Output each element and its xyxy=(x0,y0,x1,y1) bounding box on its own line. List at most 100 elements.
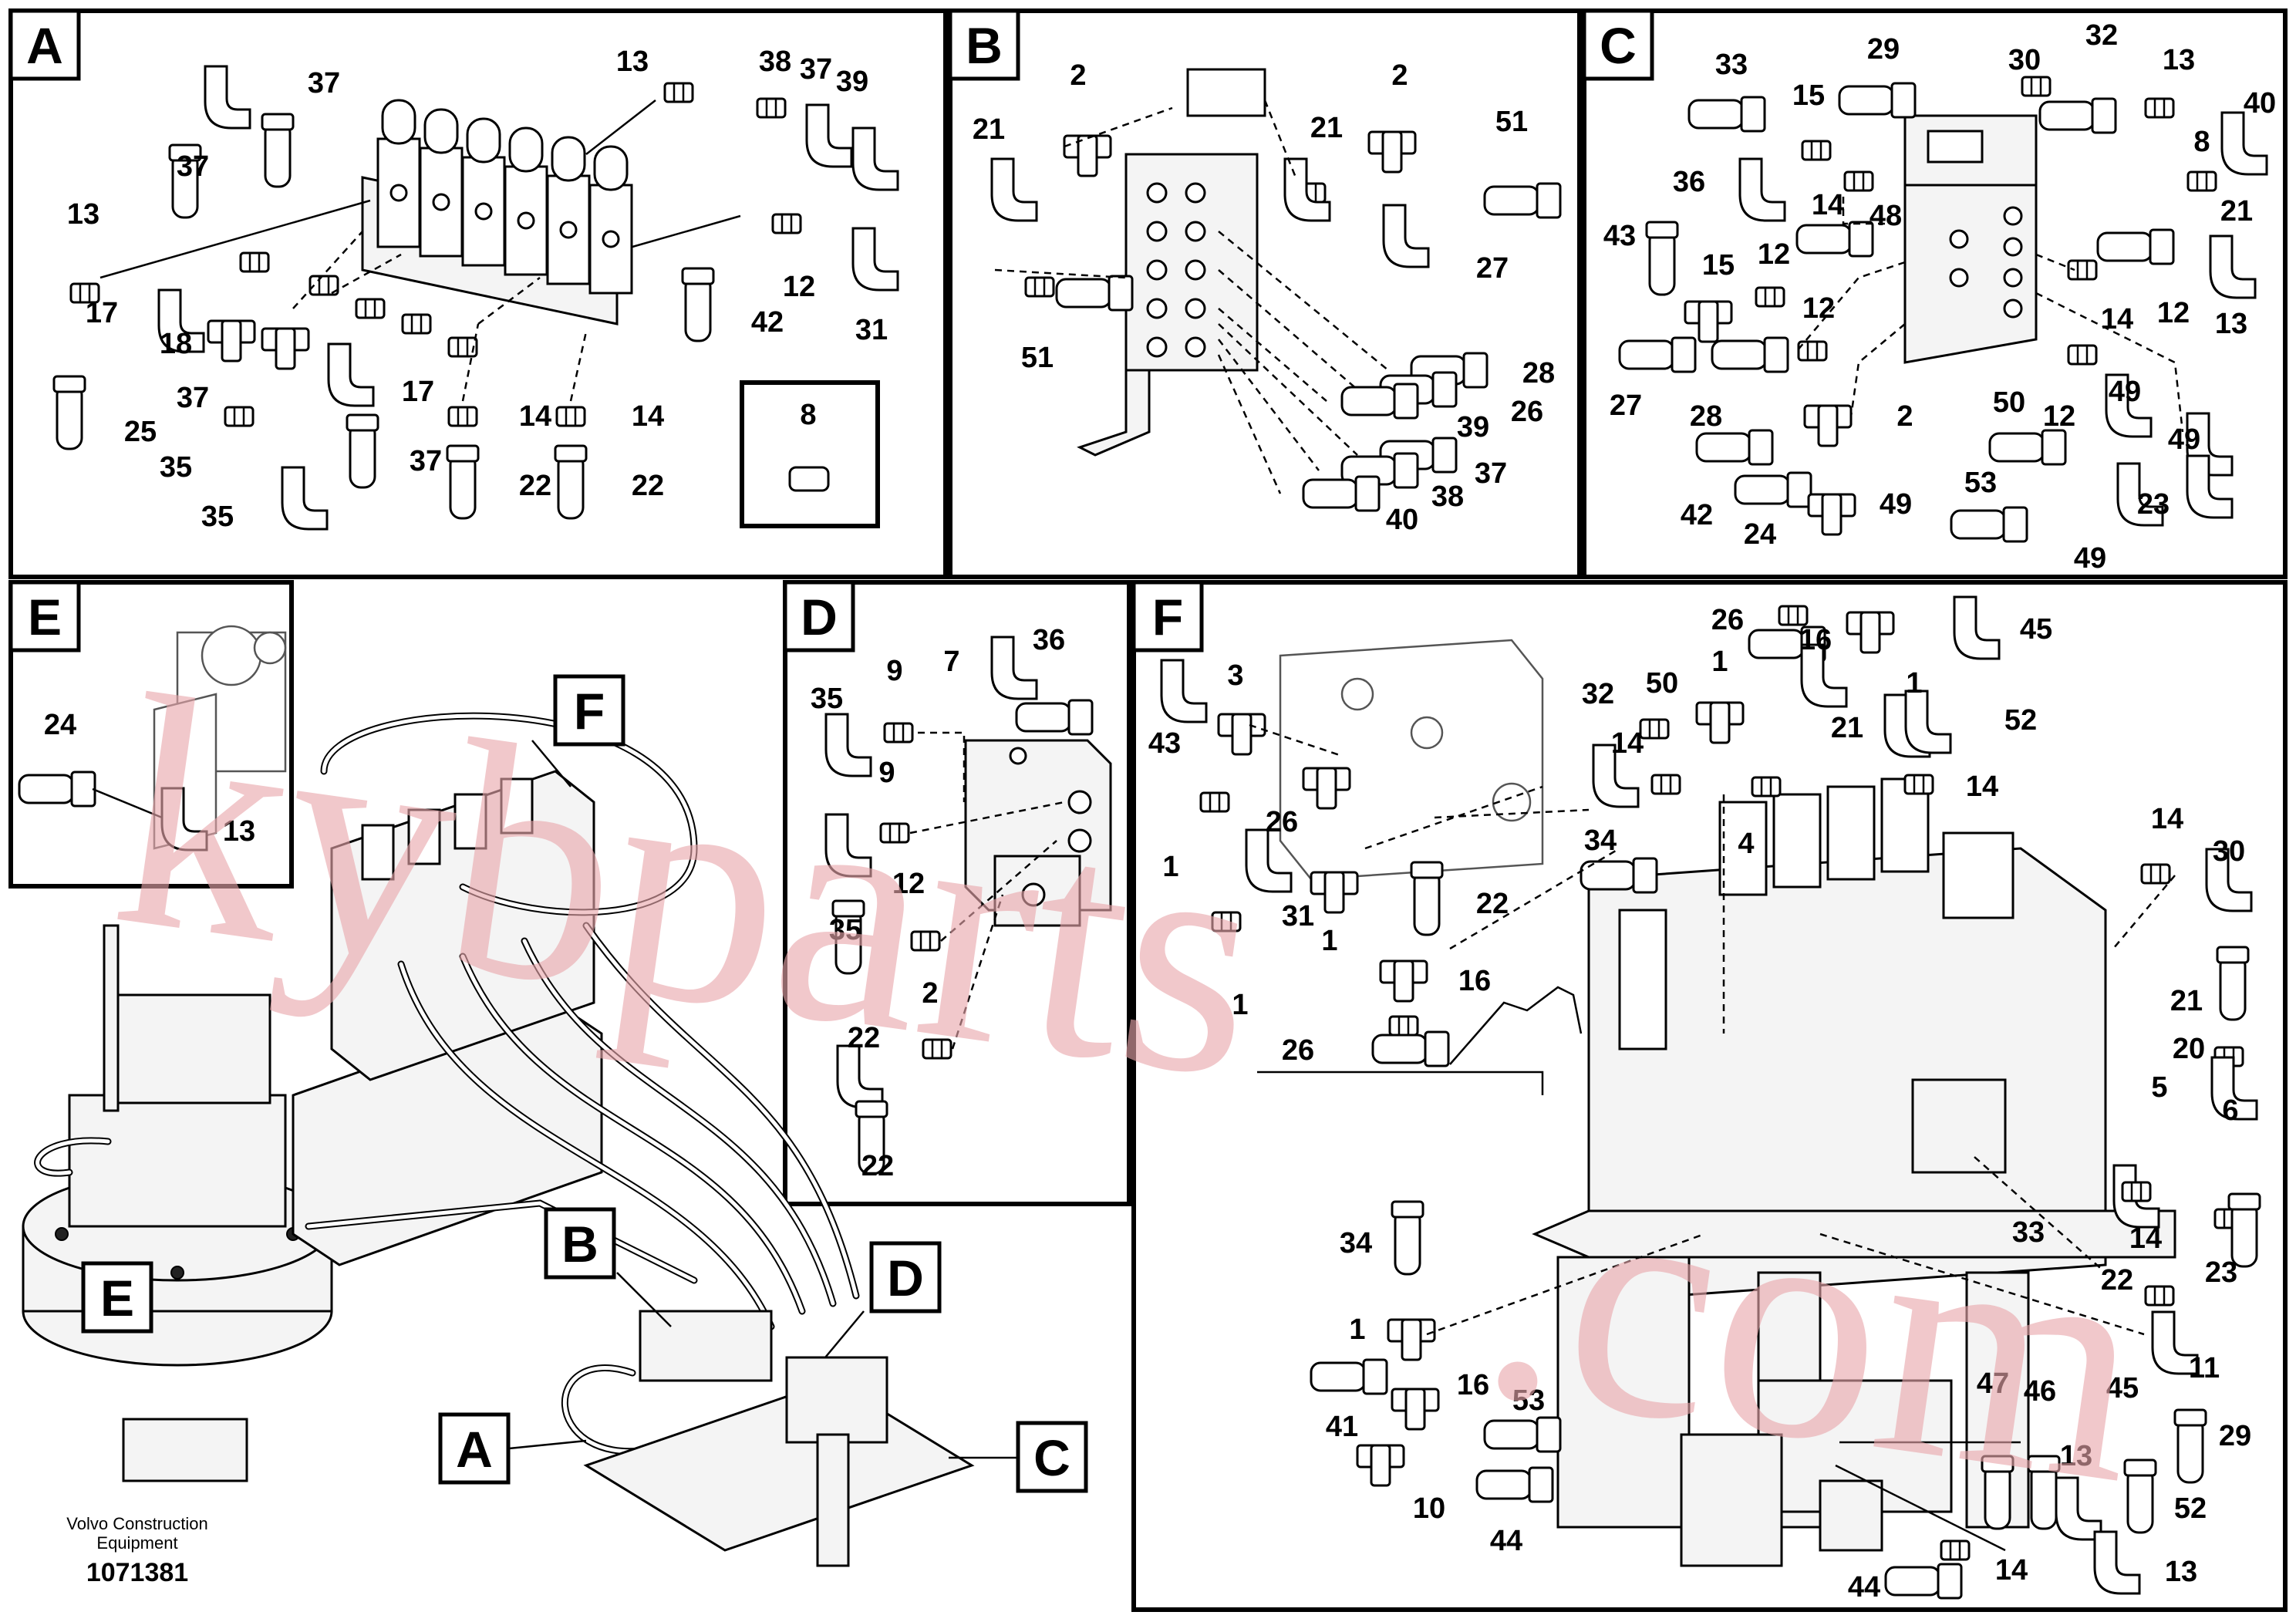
panel-b-label-11: 37 xyxy=(1475,457,1507,490)
footer-company-line2: Equipment xyxy=(96,1533,177,1553)
swing-drive xyxy=(22,924,333,1482)
panel-f-label-16: 4 xyxy=(1738,828,1754,860)
panel-b-label-12: 38 xyxy=(1431,481,1464,513)
panel-f-label-32: 23 xyxy=(2205,1256,2237,1289)
watermark: kybparts .com xyxy=(98,626,2163,1553)
panel-f-frame xyxy=(1131,580,2288,1612)
panel-d-label-8: 2 xyxy=(922,977,938,1010)
panel-f-label-10: 32 xyxy=(1582,678,1614,710)
panel-f-label-12: 14 xyxy=(1611,727,1644,760)
panel-f-label-17: 1 xyxy=(1162,851,1178,883)
panel-c-label-24: 12 xyxy=(2043,400,2075,433)
panel-b-letter-box xyxy=(948,8,1020,81)
panel-a-label-18: 22 xyxy=(519,470,551,502)
panel-f-label-28: 5 xyxy=(2151,1071,2167,1104)
panel-a-label-5: 37 xyxy=(800,53,832,86)
callout-e-box xyxy=(81,1261,153,1334)
support-frame xyxy=(1532,1209,2176,1567)
panel-a-label-17: 14 xyxy=(632,400,664,433)
panel-f-label-36: 11 xyxy=(2189,1352,2220,1384)
panel-a-label-22: 42 xyxy=(751,306,784,339)
panel-c-label-5: 30 xyxy=(2008,44,2041,76)
solenoid-valve-bank xyxy=(361,99,633,325)
panel-f-label-47: 52 xyxy=(2174,1492,2207,1525)
panel-f-label-22: 30 xyxy=(2213,835,2245,868)
panel-c-label-3: 32 xyxy=(2085,19,2118,52)
panel-c-label-26: 49 xyxy=(2168,423,2200,456)
panel-c-letter-box xyxy=(1582,8,1654,81)
panel-f-label-44: 10 xyxy=(1413,1492,1445,1525)
callout-d: D xyxy=(887,1249,924,1307)
valve-manifold-c xyxy=(1903,114,2038,364)
valve-mounting-bracket xyxy=(1077,68,1266,457)
panel-f-letter: F xyxy=(1152,588,1183,646)
panel-f-label-15: 34 xyxy=(1584,824,1617,857)
panel-c-label-1: 33 xyxy=(1715,49,1748,81)
valve-block-d xyxy=(964,739,1112,927)
panel-b-label-3: 21 xyxy=(973,113,1005,146)
panel-c-label-8: 8 xyxy=(2193,126,2210,158)
panel-f-letter-box xyxy=(1131,580,1204,653)
panel-b-label-8: 28 xyxy=(1522,357,1555,389)
panel-a-label-8: 17 xyxy=(86,297,118,329)
panel-f-label-29: 6 xyxy=(2222,1094,2238,1127)
panel-f-label-49: 14 xyxy=(1995,1554,2028,1587)
panel-a-label-4: 38 xyxy=(759,46,791,78)
panel-a-label-21: 31 xyxy=(855,314,888,346)
panel-a-label-2: 37 xyxy=(308,67,340,99)
panel-f-label-18: 31 xyxy=(1282,900,1314,932)
panel-f-label-8: 1 xyxy=(1906,667,1922,700)
panel-d-label-9: 22 xyxy=(848,1022,880,1054)
panel-f-label-38: 53 xyxy=(1512,1384,1545,1417)
panel-b-label-6: 27 xyxy=(1476,252,1509,285)
panel-f-label-27: 20 xyxy=(2173,1033,2205,1065)
panel-e-label-2: 13 xyxy=(223,815,255,848)
valve-detail-ghost xyxy=(1257,639,1583,1095)
panel-f-label-2: 45 xyxy=(2020,613,2052,646)
panel-e: E 24 13 xyxy=(8,580,287,851)
panel-c-label-18: 12 xyxy=(2157,297,2190,329)
panel-a-letter: A xyxy=(26,17,63,74)
panel-a-label-23: 8 xyxy=(800,399,816,431)
panel-c-frame xyxy=(1582,8,2288,579)
panel-c-label-29: 49 xyxy=(1880,488,1912,521)
panel-f-label-50: 13 xyxy=(2165,1556,2197,1588)
panel-c-label-27: 42 xyxy=(1681,499,1713,531)
panel-c-label-2: 29 xyxy=(1867,33,1900,66)
callout-d-box xyxy=(869,1241,942,1313)
panel-b-label-5: 51 xyxy=(1495,106,1528,138)
callout-c-box xyxy=(1016,1421,1088,1493)
panel-b-frame xyxy=(948,8,1582,579)
panel-f-label-39: 41 xyxy=(1326,1411,1358,1443)
panel-f-label-5: 43 xyxy=(1148,727,1181,760)
callout-a-box xyxy=(438,1412,511,1485)
panel-d-label-4: 9 xyxy=(886,655,902,687)
panel-f-label-6: 3 xyxy=(1227,659,1243,692)
panel-f-label-21: 14 xyxy=(2151,803,2183,835)
panel-f-label-20: 22 xyxy=(1476,888,1509,920)
callout-f: F xyxy=(574,683,605,740)
panel-c-label-6: 40 xyxy=(2244,87,2276,120)
panel-d-letter-box xyxy=(783,580,855,653)
panel-a-label-13: 35 xyxy=(201,501,234,533)
panel-f-label-42: 45 xyxy=(2106,1372,2139,1404)
panel-d-label-10: 22 xyxy=(861,1150,894,1182)
callout-c: C xyxy=(1033,1429,1070,1486)
panel-f-label-43: 29 xyxy=(2219,1420,2251,1452)
panel-c-label-23: 50 xyxy=(1993,386,2025,419)
footer-doc-number: 1071381 xyxy=(86,1558,188,1587)
panel-a-label-19: 22 xyxy=(632,470,664,502)
panel-f-label-30: 33 xyxy=(2012,1216,2045,1249)
panel-f-label-37: 16 xyxy=(1457,1369,1489,1401)
panel-b-label-1: 2 xyxy=(1070,59,1086,92)
panel-e-letter: E xyxy=(28,588,62,646)
machine-overview xyxy=(22,712,975,1567)
main-control-valve xyxy=(1587,777,2107,1297)
panel-a: A xyxy=(8,8,899,533)
panel-a-letter-box xyxy=(8,8,81,81)
callout-b: B xyxy=(561,1216,598,1273)
panel-f-label-7: 50 xyxy=(1646,667,1678,700)
panel-a-label-9: 18 xyxy=(160,328,192,360)
panel-f-label-41: 46 xyxy=(2024,1375,2056,1408)
